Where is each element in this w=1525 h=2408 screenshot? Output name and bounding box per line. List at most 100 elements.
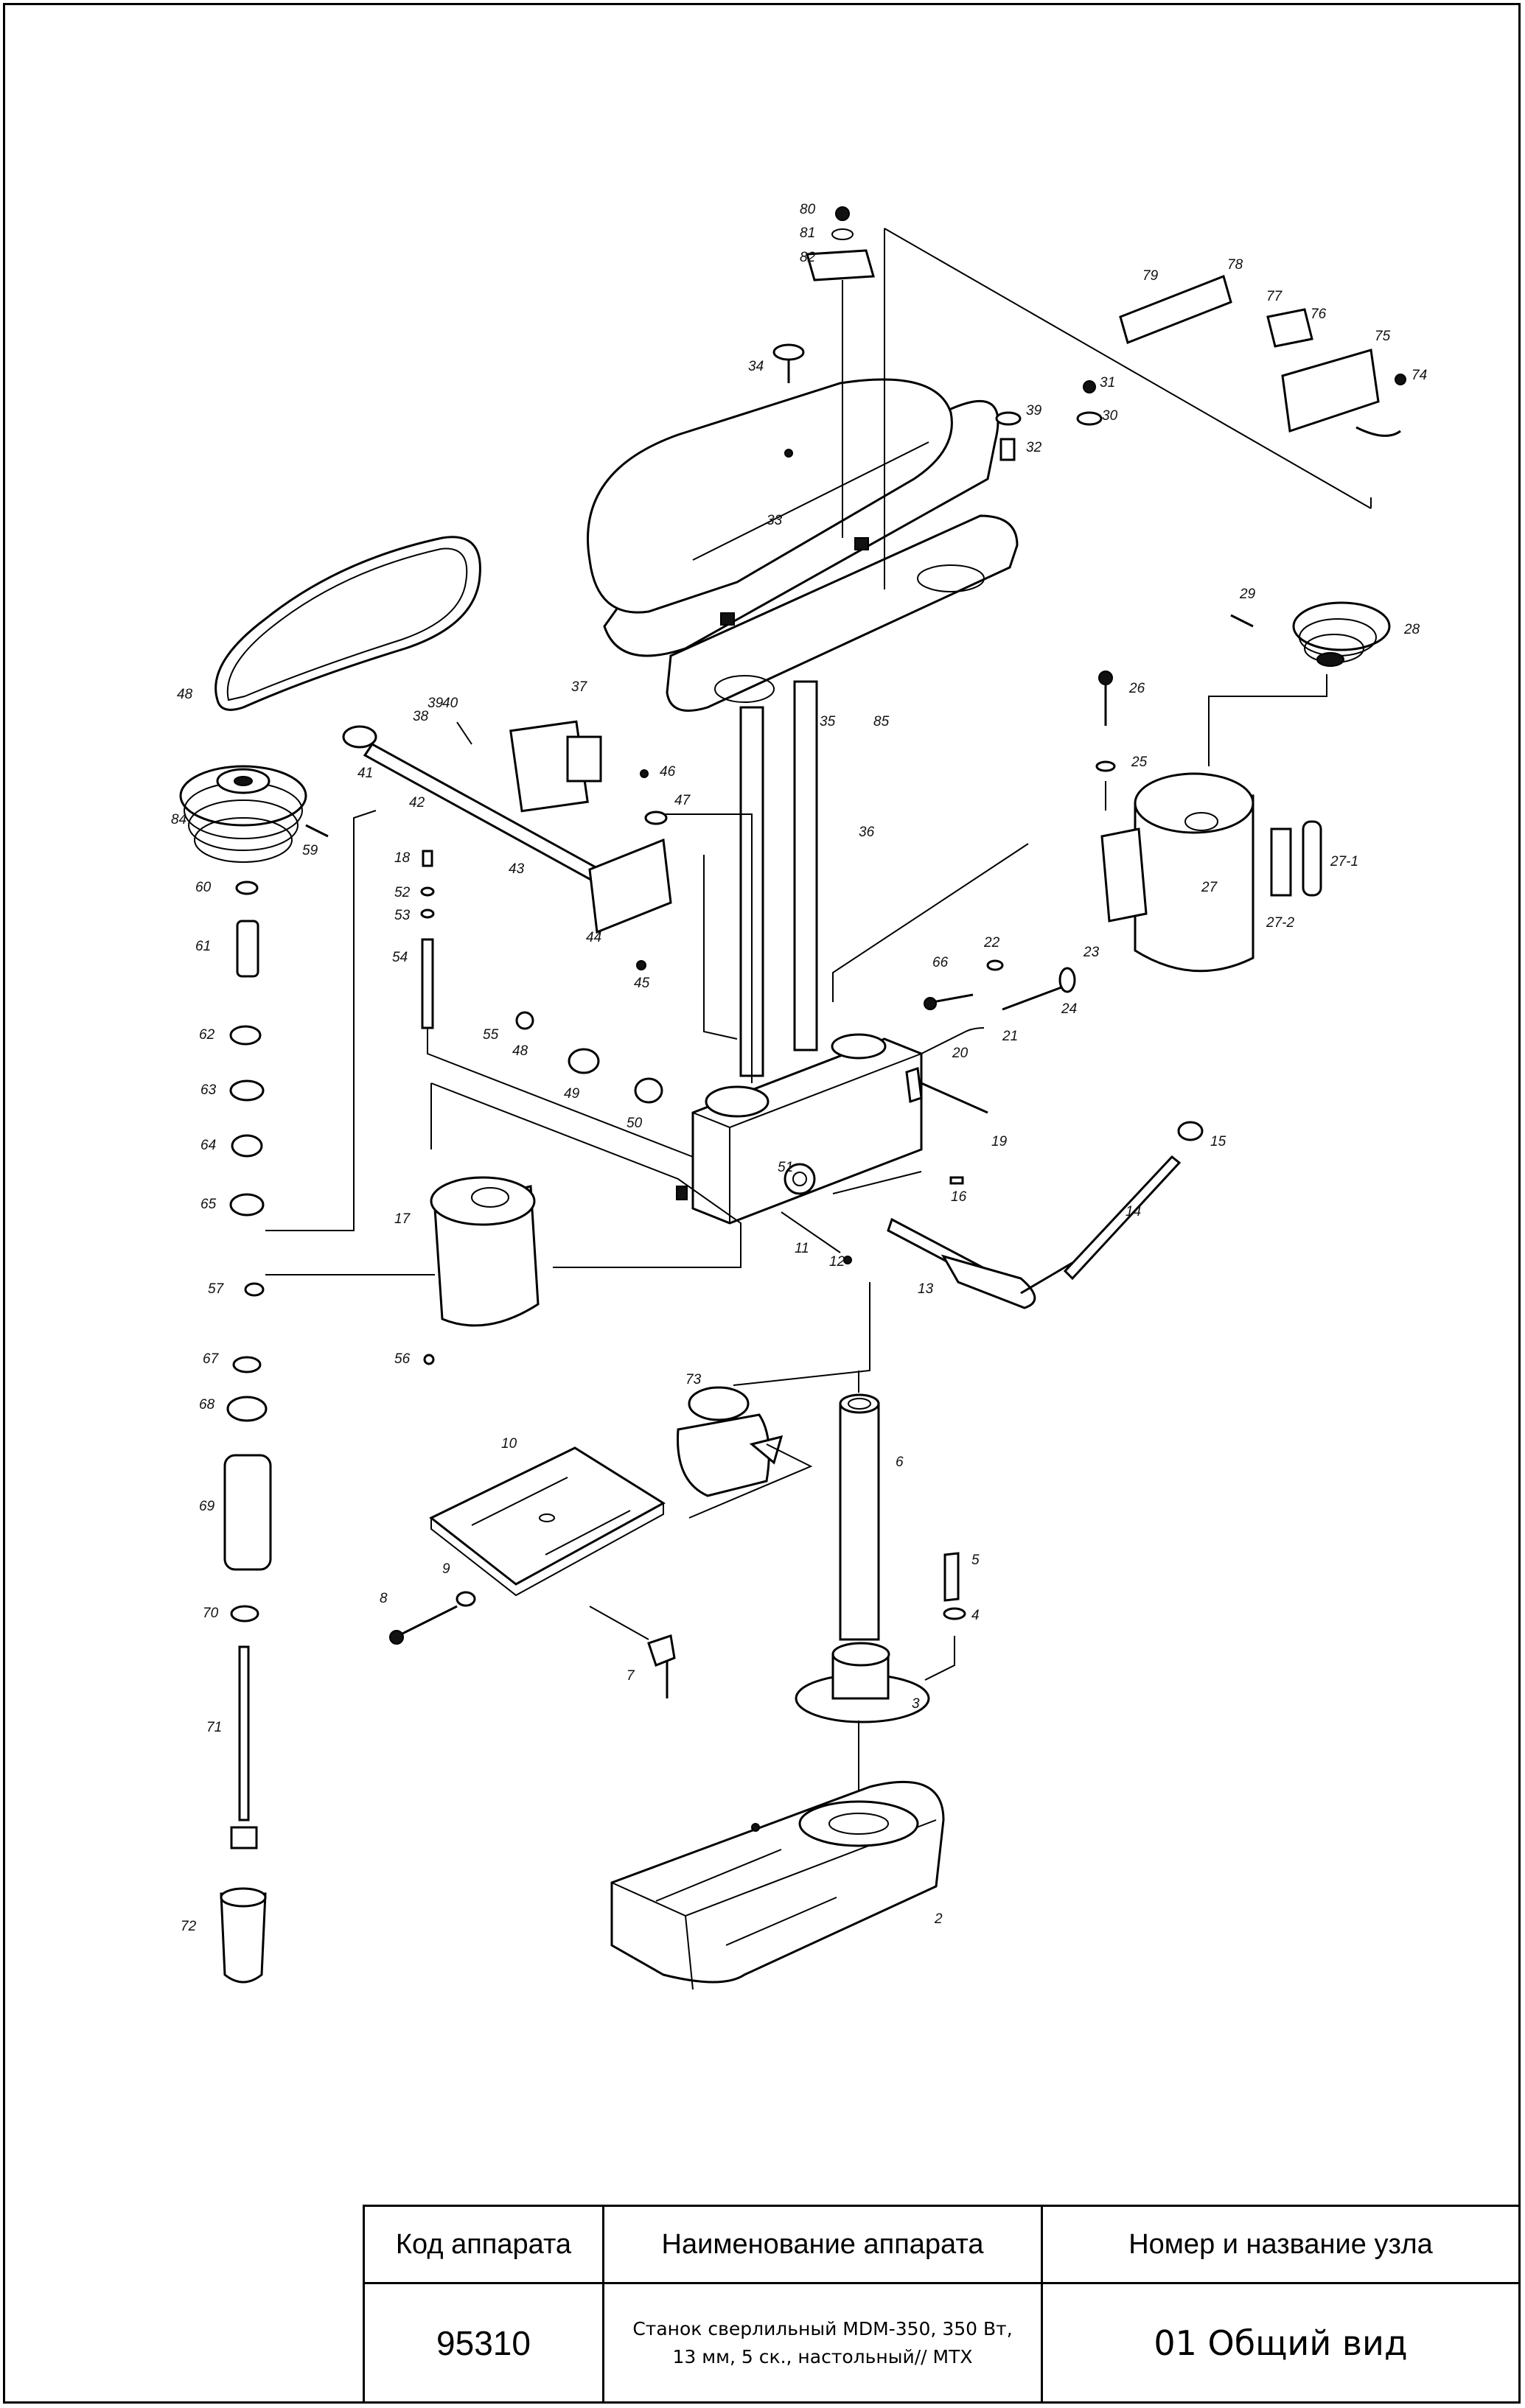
- part-label: 25: [1131, 755, 1148, 770]
- part-label: 19: [991, 1134, 1008, 1149]
- part-label: 13: [918, 1281, 934, 1297]
- motor: [1100, 674, 1327, 973]
- part-label: 42: [409, 795, 425, 811]
- part-label: 23: [1083, 945, 1100, 960]
- part-label: 82: [800, 250, 816, 265]
- part-label: 53: [394, 908, 411, 923]
- motor-pulley: [1230, 601, 1391, 667]
- switch-box: [1119, 275, 1406, 437]
- part-label: 29: [1239, 587, 1256, 602]
- part-label: 68: [199, 1397, 215, 1413]
- part-label: 12: [829, 1254, 845, 1270]
- table-bracket: [677, 1282, 870, 1519]
- guard-knob-and-screws: [772, 343, 1103, 461]
- part-label: 28: [1403, 622, 1420, 637]
- part-label: 60: [195, 880, 212, 895]
- part-label: 47: [674, 793, 691, 808]
- part-label: 50: [627, 1116, 643, 1131]
- part-label: 66: [932, 955, 949, 970]
- node-title: 01 Общий вид: [1041, 2282, 1521, 2404]
- part-label: 79: [1142, 268, 1159, 284]
- part-label: 38: [413, 709, 429, 724]
- part-label: 72: [181, 1919, 197, 1934]
- part-label: 62: [199, 1027, 215, 1043]
- part-label: 76: [1311, 307, 1327, 322]
- spindle-stack-lower: [220, 1274, 435, 1984]
- part-label: 5: [971, 1553, 980, 1568]
- part-label: 59: [302, 843, 318, 858]
- part-label: 33: [767, 513, 783, 528]
- part-label: 7: [627, 1668, 635, 1684]
- part-label: 65: [200, 1197, 217, 1212]
- part-label: 14: [1126, 1204, 1141, 1219]
- part-label: 18: [394, 850, 411, 866]
- part-label: 41: [357, 766, 373, 781]
- part-label: 10: [501, 1436, 517, 1452]
- part-label: 8: [380, 1591, 388, 1606]
- header-device-name: Наименование аппарата: [602, 2205, 1043, 2284]
- machine-base: [610, 1781, 945, 1990]
- head-casting: [676, 680, 923, 1225]
- feed-shaft-assembly: [342, 720, 753, 1083]
- part-label: 11: [795, 1241, 809, 1256]
- part-label: 27-2: [1266, 915, 1294, 931]
- part-label: 69: [199, 1499, 215, 1514]
- table-hardware: [389, 1591, 676, 1698]
- header-node: Номер и название узла: [1041, 2205, 1521, 2284]
- page-frame: [3, 3, 1521, 2404]
- part-label: 64: [200, 1138, 216, 1153]
- device-name: Станок сверлильный MDM-350, 350 Вт, 13 м…: [602, 2282, 1043, 2404]
- part-label: 52: [394, 885, 411, 900]
- part-label: 34: [748, 359, 764, 374]
- part-label: 21: [1002, 1029, 1018, 1044]
- part-label: 26: [1128, 681, 1145, 696]
- part-label: 36: [859, 825, 875, 840]
- part-label: 75: [1375, 329, 1391, 344]
- part-label: 43: [509, 861, 525, 877]
- part-label: 74: [1411, 368, 1427, 383]
- part-label: 30: [1102, 408, 1118, 424]
- work-table: [429, 1446, 666, 1597]
- part-label: 4: [971, 1608, 980, 1623]
- part-label: 61: [195, 939, 211, 954]
- feed-handles: [781, 1121, 1204, 1309]
- spindle-pulley: [179, 765, 329, 863]
- header-device-code: Код аппарата: [363, 2205, 604, 2284]
- part-label: 17: [394, 1211, 411, 1227]
- part-label: 84: [171, 812, 186, 827]
- part-label: 9: [442, 1561, 450, 1577]
- spindle-stack-upper: [229, 810, 377, 1231]
- return-spring-parts: [420, 850, 694, 1158]
- title-block: Код аппарата Наименование аппарата Номер…: [363, 2205, 1521, 2404]
- part-label: 20: [952, 1046, 969, 1061]
- part-label: 44: [586, 930, 601, 945]
- part-label: 40: [442, 696, 458, 711]
- column-base-flange: [795, 1552, 966, 1798]
- part-label: 27: [1201, 880, 1218, 895]
- part-label: 46: [660, 764, 676, 780]
- part-label: 6: [896, 1455, 904, 1470]
- part-label: 85: [873, 714, 890, 729]
- part-label: 54: [392, 950, 408, 965]
- part-label: 55: [483, 1027, 499, 1043]
- part-label: 35: [820, 714, 836, 729]
- part-label: 15: [1210, 1134, 1226, 1149]
- part-label: 51: [778, 1160, 793, 1175]
- part-label: 71: [206, 1720, 222, 1735]
- part-label: 70: [203, 1606, 219, 1621]
- part-label: 24: [1061, 1001, 1077, 1017]
- part-label: 78: [1227, 257, 1243, 273]
- device-name-line-1: Станок сверлильный MDM-350, 350 Вт,: [632, 2317, 1013, 2339]
- part-label: 67: [203, 1351, 220, 1367]
- quill-housing: [423, 1082, 741, 1365]
- spring-cover-parts: [515, 1011, 663, 1104]
- device-code: 95310: [363, 2282, 604, 2404]
- part-label: 45: [634, 976, 650, 991]
- part-label: 22: [983, 935, 1000, 951]
- part-label: 49: [564, 1086, 580, 1102]
- motor-mount-hardware: [832, 671, 1116, 1114]
- part-label: 37: [571, 679, 588, 695]
- part-label: 39: [1026, 403, 1042, 419]
- part-label: 27-1: [1330, 854, 1358, 869]
